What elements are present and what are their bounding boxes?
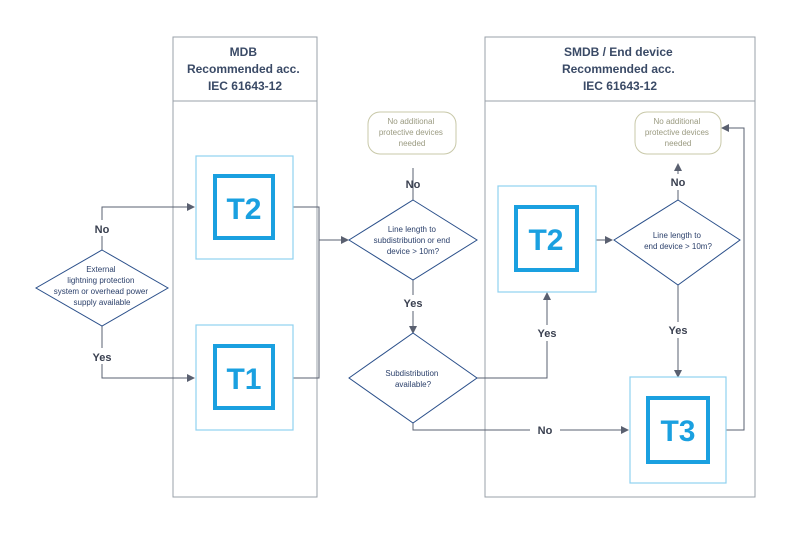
decision-line-length-end-device: Line length to end device > 10m? <box>613 199 741 286</box>
terminal-no-devices-1: No additional protective devices needed <box>367 111 457 155</box>
edge-t2-mdb-out <box>293 206 349 244</box>
device-box-t1-mdb: T1 <box>195 324 294 431</box>
edge-external-yes <box>101 326 195 382</box>
svg-text:Line length to subdistri: Line length to subdistribution or end de… <box>374 225 453 256</box>
device-box-t2-smdb: T2 <box>497 185 597 293</box>
device-box-t3-smdb: T3 <box>629 376 727 484</box>
label-external-no: No <box>95 224 110 236</box>
device-box-t2-mdb: T2 <box>195 155 294 260</box>
svg-text:Line length to end devic: Line length to end device > 10m? <box>644 231 712 251</box>
decision-subdistribution: Subdistribution available? <box>348 332 478 424</box>
svg-text:External lightning prote: External lightning protection system or … <box>54 265 151 307</box>
label-line-sub-no: No <box>406 179 421 191</box>
label-subdist-yes: Yes <box>538 328 557 340</box>
mdb-column: MDB Recommended acc. IEC 61643-12 <box>172 36 318 498</box>
mdb-heading: MDB Recommended acc. IEC 61643-12 <box>187 45 303 93</box>
svg-text:Subdistribution availabl: Subdistribution available? <box>385 369 440 389</box>
svg-text:T3: T3 <box>660 415 695 448</box>
svg-text:T1: T1 <box>226 363 261 396</box>
decision-line-length-subdistribution: Line length to subdistribution or end de… <box>348 199 478 281</box>
svg-text:No additional protective: No additional protective devices needed <box>645 117 711 148</box>
smdb-column: SMDB / End device Recommended acc. IEC 6… <box>484 36 756 498</box>
terminal-no-devices-2: No additional protective devices needed <box>634 111 722 155</box>
label-line-end-no: No <box>671 177 686 189</box>
label-subdist-no: No <box>538 425 553 437</box>
label-line-sub-yes: Yes <box>404 298 423 310</box>
edge-subdist-no <box>412 408 629 434</box>
edge-t3-loop <box>721 124 745 431</box>
edge-t1-mdb-out <box>293 240 320 379</box>
svg-text:No additional protective: No additional protective devices needed <box>379 117 445 148</box>
smdb-heading: SMDB / End device Recommended acc. IEC 6… <box>562 45 678 93</box>
edge-labels: No Yes No Yes Yes No No Yes <box>86 174 694 438</box>
edge-subdist-yes <box>477 292 551 379</box>
svg-text:T2: T2 <box>528 224 563 257</box>
label-line-end-yes: Yes <box>669 325 688 337</box>
svg-text:T2: T2 <box>226 193 261 226</box>
label-external-yes: Yes <box>93 352 112 364</box>
decision-external: External lightning protection system or … <box>34 249 170 327</box>
